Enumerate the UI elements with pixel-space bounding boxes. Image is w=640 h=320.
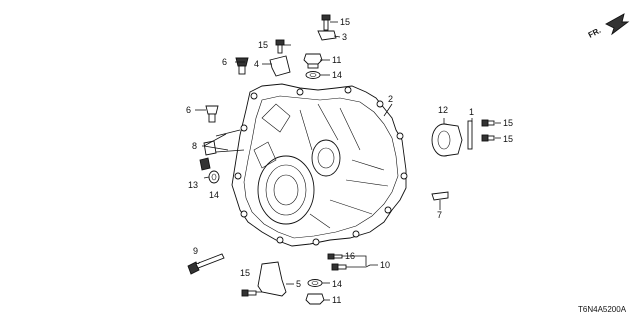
callout-7: 7	[437, 210, 442, 220]
clip-3	[317, 30, 337, 41]
shim-plate-7	[431, 191, 449, 201]
leader-lines	[195, 21, 501, 301]
callout-3: 3	[342, 32, 347, 42]
bolt-15-top	[321, 14, 331, 31]
callout-14-left: 14	[209, 190, 219, 200]
bolt-16	[327, 253, 343, 260]
bolt-15-right-lower	[481, 134, 495, 142]
callout-9: 9	[193, 246, 198, 256]
callout-11-top: 11	[332, 55, 341, 65]
front-direction-label: FR.	[587, 26, 603, 40]
washer-14-bottom	[307, 279, 323, 287]
callout-14-top: 14	[332, 70, 342, 80]
transmission-case	[231, 83, 408, 247]
callout-15-bottom: 15	[240, 268, 250, 278]
drain-plug-11-top	[303, 53, 323, 69]
callout-15-right-lower: 15	[503, 134, 513, 144]
bolt-15-bracket	[275, 39, 285, 54]
washer-14-top	[305, 71, 321, 79]
diagram-part-code: T6N4A5200A	[578, 305, 627, 314]
bolt-15-bottom	[241, 289, 257, 297]
callout-15-right-upper: 15	[503, 118, 513, 128]
breather-cap-6-top	[235, 57, 249, 75]
plug-13	[199, 157, 211, 171]
bearing-seal-12	[431, 123, 463, 157]
callout-14-bottom: 14	[332, 279, 342, 289]
callout-6-left: 6	[186, 105, 191, 115]
callout-10: 10	[380, 260, 390, 270]
callout-5: 5	[296, 279, 301, 289]
callout-6-top: 6	[222, 57, 227, 67]
callout-15-top: 15	[340, 17, 350, 27]
callout-11-bottom: 11	[332, 295, 341, 305]
front-arrow-icon	[605, 13, 630, 36]
front-direction-indicator: FR.	[587, 13, 630, 40]
callout-1: 1	[469, 107, 474, 117]
callout-4: 4	[254, 59, 259, 69]
breather-6-left	[205, 105, 219, 123]
washer-14-left	[208, 170, 220, 184]
drain-plug-11-bottom	[305, 293, 325, 305]
bracket-4	[269, 55, 291, 77]
callout-2: 2	[388, 94, 393, 104]
callout-15-bracket: 15	[258, 40, 268, 50]
callout-13: 13	[188, 180, 198, 190]
bolt-10	[331, 263, 347, 271]
callout-8: 8	[192, 141, 197, 151]
callouts: 15 3 15 6 4 11 14 2 12 1 15 15 6 8 13 14…	[186, 17, 513, 305]
bolt-15-right-upper	[481, 119, 495, 127]
pin-1	[467, 120, 473, 150]
bracket-5	[257, 261, 287, 297]
bolt-9	[187, 253, 225, 275]
callout-12: 12	[438, 105, 448, 115]
callout-16: 16	[345, 251, 355, 261]
